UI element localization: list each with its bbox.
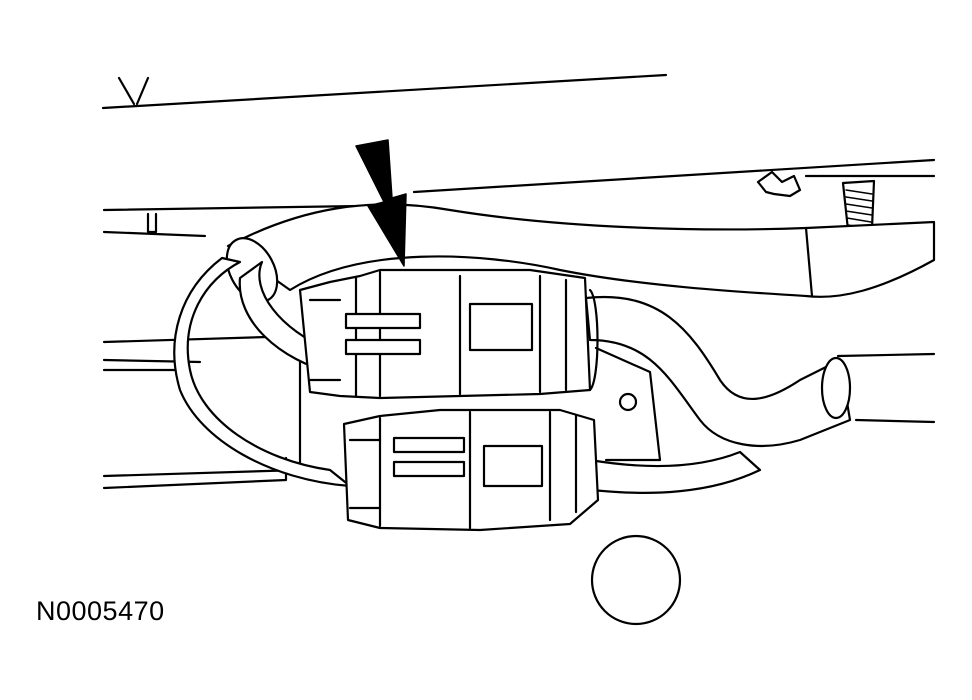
figure-id: N0005470 <box>36 596 165 626</box>
upper-body-panel <box>101 73 936 238</box>
pointer-arrow <box>355 139 407 267</box>
body-plug <box>590 534 682 626</box>
harness-clip <box>756 170 802 198</box>
lower-connector <box>342 408 600 532</box>
upper-connector <box>298 268 599 400</box>
